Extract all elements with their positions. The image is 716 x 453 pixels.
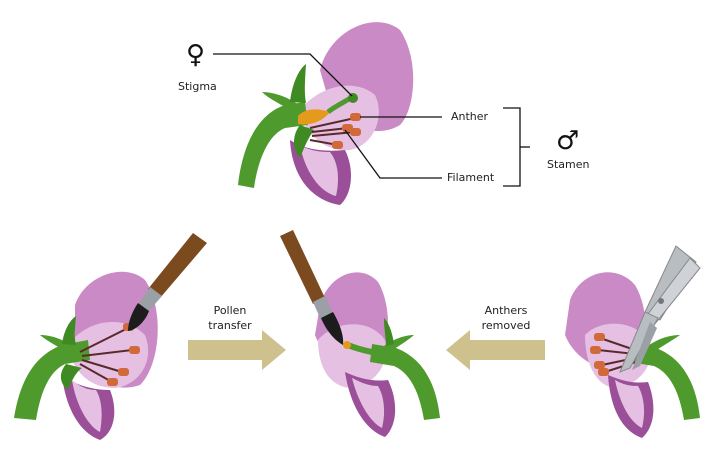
- anthers-removed-line1: Anthers: [484, 304, 528, 317]
- paintbrush-left: [128, 233, 207, 331]
- anthers-removed-label: Anthers removed: [471, 303, 541, 333]
- filament-leader-line: [344, 129, 442, 179]
- anther-label: Anther: [451, 110, 489, 123]
- anthers-removed-line2: removed: [481, 319, 531, 332]
- pollen-transfer-line2: transfer: [208, 319, 252, 332]
- stigma-label: Stigma: [178, 80, 217, 93]
- bottom-middle-flower: [280, 230, 440, 437]
- leader-lines: [213, 53, 530, 187]
- pollen-transfer-arrow: [188, 330, 286, 370]
- stamen-bracket: [503, 107, 521, 187]
- filament-label: Filament: [447, 171, 495, 184]
- paintbrush-middle: [280, 230, 344, 345]
- top-flower: [238, 22, 414, 205]
- male-symbol: ♂: [556, 126, 580, 156]
- pollen-transfer-label: Pollen transfer: [200, 303, 260, 333]
- top-flower-stem: [238, 102, 308, 188]
- bottom-left-flower: [14, 233, 207, 440]
- stigma-leader-line: [213, 53, 353, 97]
- stamen-label: Stamen: [547, 158, 590, 171]
- top-flower-anther: [350, 128, 361, 136]
- top-flower-stigma: [348, 93, 358, 103]
- top-flower-anther: [350, 113, 361, 121]
- pollen-transfer-line1: Pollen: [213, 304, 247, 317]
- anthers-removed-arrow: [446, 330, 545, 370]
- bottom-right-flower: [565, 245, 701, 438]
- top-flower-ovary: [298, 109, 330, 125]
- top-flower-anther: [332, 141, 343, 149]
- female-symbol: ♀: [186, 40, 206, 70]
- scissors-icon: [619, 245, 701, 373]
